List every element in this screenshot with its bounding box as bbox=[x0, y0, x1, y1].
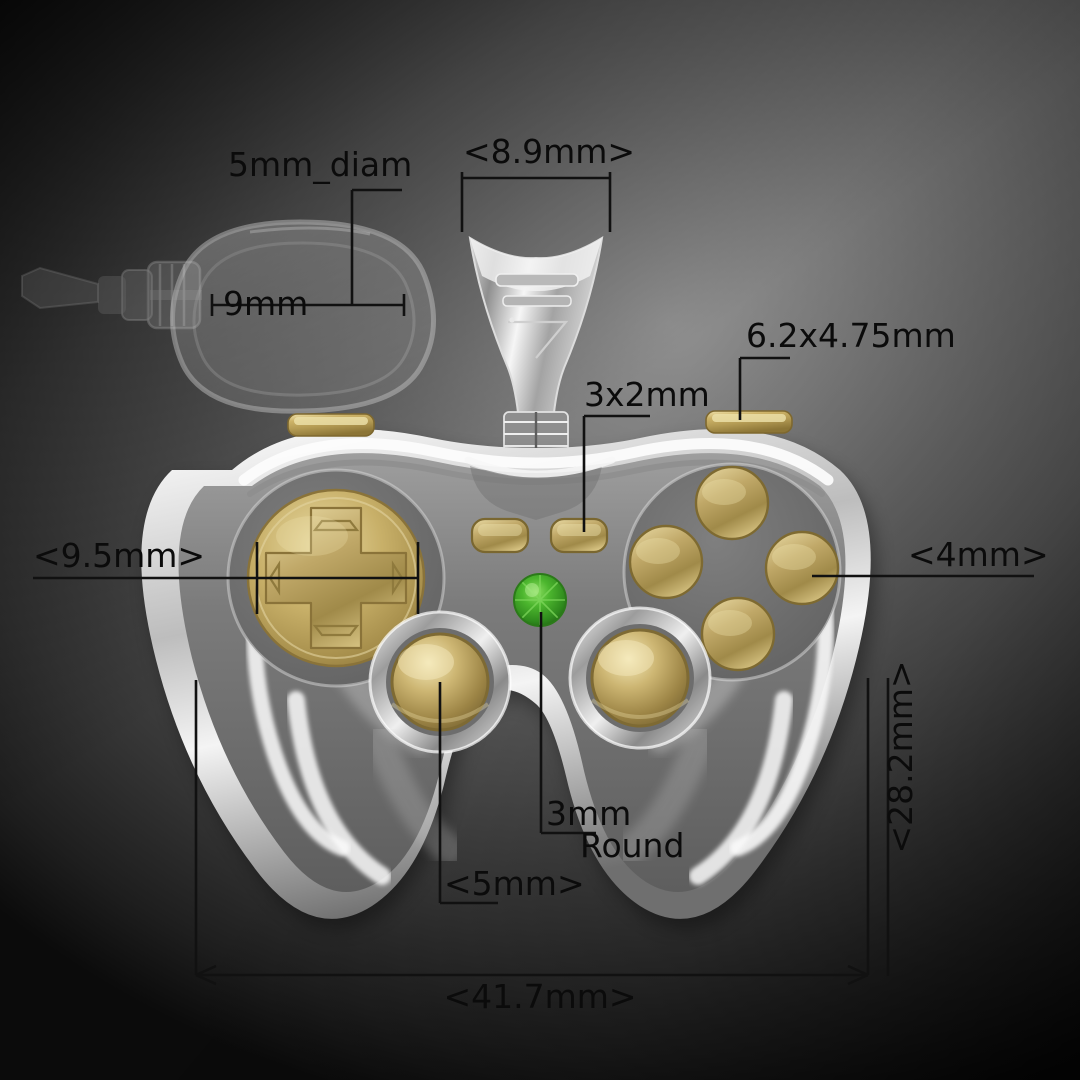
dimension-label-dpad-width: <9.5mm> bbox=[33, 536, 205, 575]
annotation-shoulder-bumper: 6.2x4.75mm bbox=[738, 316, 956, 420]
usb-cable-plug bbox=[21, 260, 202, 330]
dimension-label-overall-width: <41.7mm> bbox=[443, 977, 636, 1016]
dimension-label-start-select-button: 3x2mm bbox=[584, 375, 710, 414]
annotation-gem-size: 3mm bbox=[539, 612, 631, 835]
leader-line-gem-size bbox=[539, 612, 596, 835]
face-button-bottom bbox=[700, 596, 776, 672]
annotation-face-button-diameter: <4mm> bbox=[812, 535, 1049, 578]
dimension-label-gem-size: 3mm bbox=[546, 794, 631, 833]
dimension-label-connector-width: <8.9mm> bbox=[463, 132, 635, 171]
dimension-label-loop-width: 9mm bbox=[223, 284, 308, 323]
start-button bbox=[549, 517, 609, 554]
annotation-overall-width: <41.7mm> bbox=[194, 678, 870, 1016]
leader-line-loop-width bbox=[210, 294, 406, 316]
dimension-label-overall-height: <28.2mm> bbox=[881, 660, 920, 853]
center-buttons bbox=[470, 517, 609, 554]
dimension-label-face-button-diameter: <4mm> bbox=[908, 535, 1049, 574]
face-button-left bbox=[628, 524, 704, 600]
shoulder-buttons bbox=[287, 410, 793, 437]
dimension-label-gem-shape: Round bbox=[580, 826, 684, 865]
leader-line-cable-loop-diameter bbox=[350, 188, 402, 306]
select-button bbox=[470, 517, 530, 554]
dimension-label-thumbstick-diameter: <5mm> bbox=[444, 864, 585, 903]
dimension-label-shoulder-bumper: 6.2x4.75mm bbox=[746, 316, 956, 355]
annotation-connector-width: <8.9mm> bbox=[460, 132, 635, 232]
leader-line-connector-width bbox=[460, 172, 612, 232]
cable-bail-loop bbox=[170, 219, 436, 414]
leader-line-shoulder-bumper bbox=[738, 356, 790, 420]
right-thumbstick bbox=[568, 606, 712, 750]
leader-line-thumbstick-diameter bbox=[438, 682, 498, 905]
leader-line-start-select-button bbox=[582, 414, 650, 532]
face-button-top bbox=[694, 465, 770, 541]
dimension-label-cable-loop-diameter: 5mm_diam bbox=[228, 145, 412, 184]
annotation-loop-width: 9mm bbox=[210, 284, 406, 323]
face-button-right bbox=[764, 530, 840, 606]
annotation-start-select-button: 3x2mm bbox=[582, 375, 710, 532]
annotation-overall-height: <28.2mm> bbox=[881, 660, 920, 976]
left-bumper bbox=[287, 413, 375, 437]
leader-line-overall-width bbox=[194, 678, 870, 986]
leader-line-dpad-width bbox=[33, 542, 420, 614]
annotation-gem-shape: Round bbox=[580, 826, 684, 865]
annotation-thumbstick-diameter: <5mm> bbox=[438, 682, 585, 905]
annotation-dpad-width: <9.5mm> bbox=[33, 536, 420, 614]
right-bumper bbox=[705, 410, 793, 434]
annotation-cable-loop-diameter: 5mm_diam bbox=[228, 145, 412, 306]
